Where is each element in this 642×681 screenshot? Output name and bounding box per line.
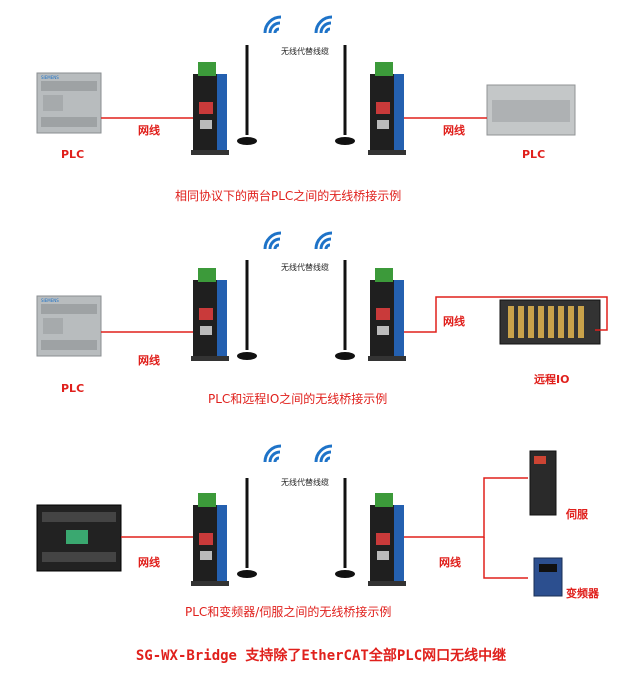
device-label-right: PLC bbox=[522, 148, 546, 161]
cable-right-3b bbox=[483, 537, 528, 579]
inverter bbox=[533, 557, 563, 597]
device-label-right: 远程IO bbox=[534, 373, 570, 386]
antenna-right-1 bbox=[333, 43, 357, 147]
air-link-label: 无线代替线缆 bbox=[281, 263, 329, 272]
cable-right-2 bbox=[393, 296, 608, 333]
wifi-icon-left-1 bbox=[263, 15, 283, 35]
wifi-icon-left-2 bbox=[263, 231, 283, 251]
bridge-right-1 bbox=[368, 62, 406, 155]
scenario-2 bbox=[36, 231, 608, 362]
device-label-inverter: 变频器 bbox=[566, 587, 599, 600]
bridge-right-3 bbox=[368, 493, 406, 586]
antenna-left-3 bbox=[235, 476, 259, 580]
antenna-right-3 bbox=[333, 476, 357, 580]
cable-label-left: 网线 bbox=[138, 124, 160, 137]
antenna-left-1 bbox=[235, 43, 259, 147]
wifi-icon-right-2 bbox=[314, 231, 334, 251]
air-link-label: 无线代替线缆 bbox=[281, 47, 329, 56]
cable-right-3a bbox=[393, 477, 528, 538]
scenario-caption: 相同协议下的两台PLC之间的无线桥接示例 bbox=[175, 189, 402, 203]
footer-title: SG-WX-Bridge 支持除了EtherCAT全部PLC网口无线中继 bbox=[135, 648, 507, 664]
device-label-servo: 伺服 bbox=[566, 508, 588, 521]
cable-label-right: 网线 bbox=[439, 556, 461, 569]
cable-label-right: 网线 bbox=[443, 124, 465, 137]
plc-left-2 bbox=[36, 295, 102, 357]
cable-label-left: 网线 bbox=[138, 354, 160, 367]
plc-left-1 bbox=[36, 72, 102, 134]
wifi-icon-right-3 bbox=[314, 444, 334, 464]
bridge-left-3 bbox=[191, 493, 229, 586]
scenario-1 bbox=[36, 15, 576, 155]
cable-label-right: 网线 bbox=[443, 315, 465, 328]
bridge-right-2 bbox=[368, 268, 406, 361]
wifi-icon-left-3 bbox=[263, 444, 283, 464]
antenna-right-2 bbox=[333, 258, 357, 362]
scenario-caption: PLC和变频器/伺服之间的无线桥接示例 bbox=[185, 605, 392, 619]
bridge-left-2 bbox=[191, 268, 229, 361]
air-link-label: 无线代替线缆 bbox=[281, 478, 329, 487]
wifi-icon-right-1 bbox=[314, 15, 334, 35]
device-label-left: PLC bbox=[61, 382, 85, 395]
scenario-caption: PLC和远程IO之间的无线桥接示例 bbox=[208, 392, 388, 406]
cable-label-left: 网线 bbox=[138, 556, 160, 569]
antenna-left-2 bbox=[235, 258, 259, 362]
device-label-left: PLC bbox=[61, 148, 85, 161]
bridge-left-1 bbox=[191, 62, 229, 155]
scenario-3 bbox=[36, 444, 563, 597]
